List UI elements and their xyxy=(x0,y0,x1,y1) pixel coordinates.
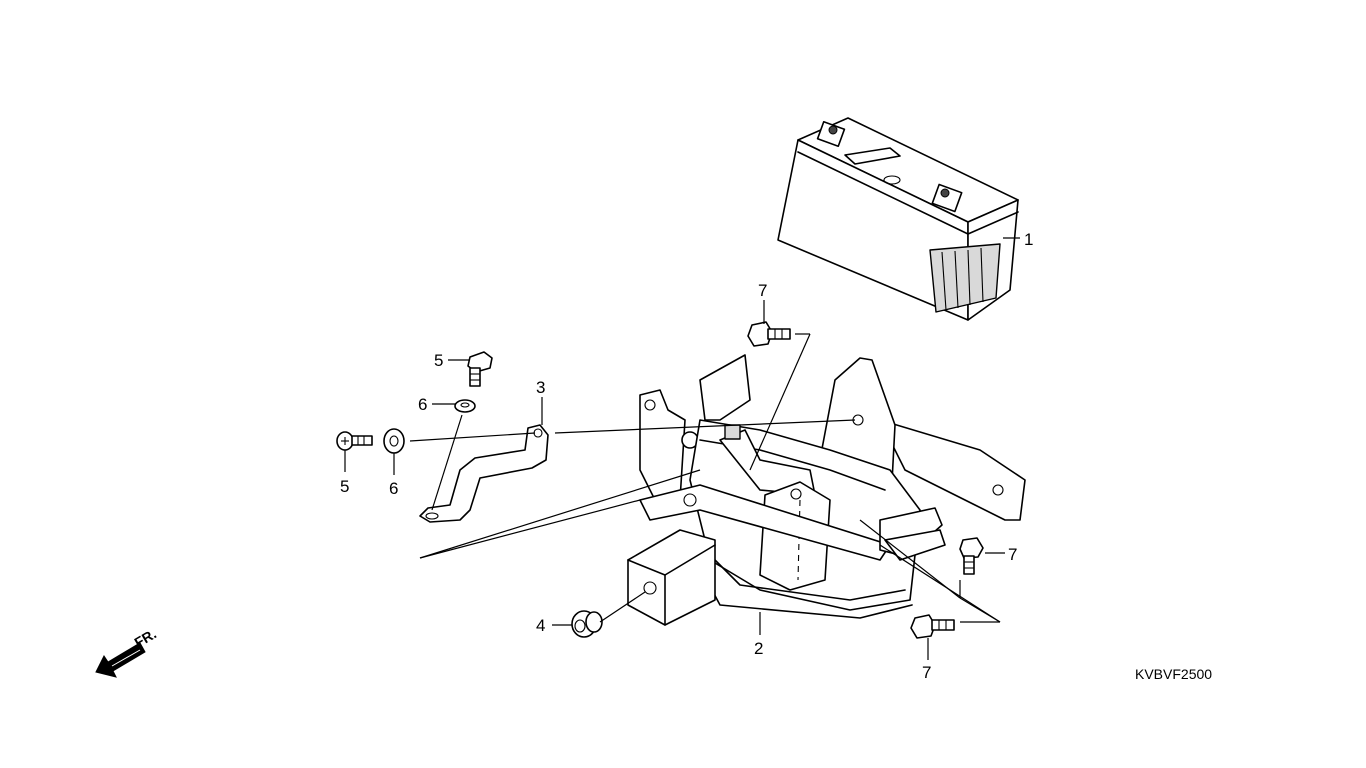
grommet-4 xyxy=(571,610,603,638)
diagram-code: KVBVF2500 xyxy=(1135,666,1212,682)
callout-7-right: 7 xyxy=(1008,545,1017,564)
terminal-positive xyxy=(931,183,963,213)
bolt-7-bottom xyxy=(910,614,955,639)
washer-6-upper xyxy=(454,399,476,413)
callout-6-upper: 6 xyxy=(418,395,427,414)
callout-4: 4 xyxy=(536,616,545,635)
callout-7-top: 7 xyxy=(758,281,767,300)
front-direction-arrow: FR. xyxy=(95,625,159,678)
callout-6-lower: 6 xyxy=(389,479,398,498)
callout-1: 1 xyxy=(1024,230,1033,249)
bracket-3 xyxy=(419,424,549,523)
battery-box xyxy=(627,354,1026,626)
callout-5-upper: 5 xyxy=(434,351,443,370)
callout-2: 2 xyxy=(754,639,763,658)
assembly-lines xyxy=(409,333,1001,623)
callout-3: 3 xyxy=(536,378,545,397)
callout-leaders xyxy=(344,237,1020,660)
battery xyxy=(777,117,1019,321)
bolt-7-right xyxy=(959,537,984,575)
bolt-7-top xyxy=(747,321,791,347)
callout-5-lower: 5 xyxy=(340,477,349,496)
bolt-5-upper xyxy=(467,351,493,387)
screw-5-lower xyxy=(336,431,373,451)
terminal-negative xyxy=(816,120,846,148)
washer-6-lower xyxy=(383,428,405,454)
callout-7-bottom: 7 xyxy=(922,663,931,682)
